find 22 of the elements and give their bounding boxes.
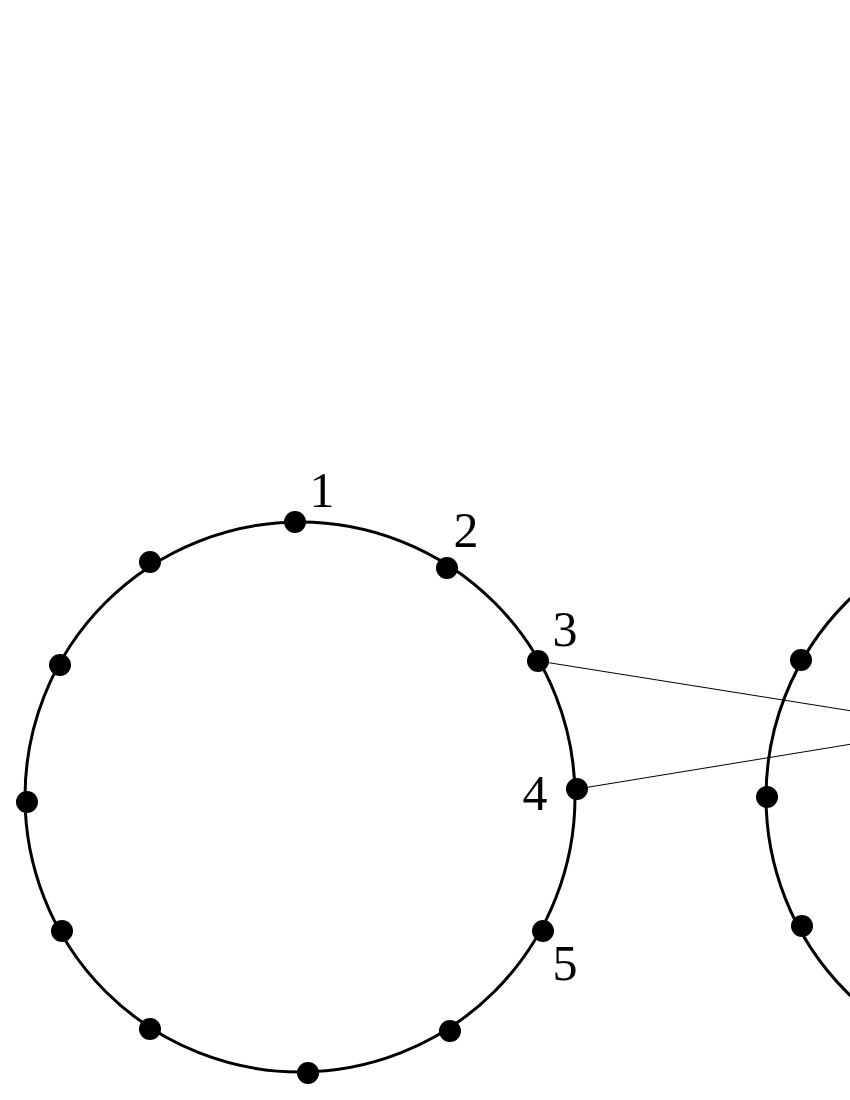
- point-number: 1: [309, 465, 335, 515]
- point-dot: [790, 649, 812, 671]
- point-number: 5: [552, 938, 578, 988]
- point-dot: [439, 1020, 461, 1042]
- point-dot: [756, 786, 778, 808]
- point-dot: [791, 915, 813, 937]
- point-number: 3: [552, 604, 578, 654]
- point-dot: [297, 1062, 319, 1084]
- point-dot: [566, 778, 588, 800]
- point-dot: [51, 920, 73, 942]
- point-dot: [284, 511, 306, 533]
- point-dot: [49, 654, 71, 676]
- point-dot: [16, 791, 38, 813]
- point-number: 2: [453, 505, 479, 555]
- point-dot: [139, 551, 161, 573]
- point-dot: [532, 920, 554, 942]
- point-dot: [436, 557, 458, 579]
- connector-line: [548, 662, 850, 712]
- point-number: 4: [522, 768, 548, 818]
- point-dot: [139, 1018, 161, 1040]
- point-dot: [527, 650, 549, 672]
- connector-line: [587, 743, 850, 788]
